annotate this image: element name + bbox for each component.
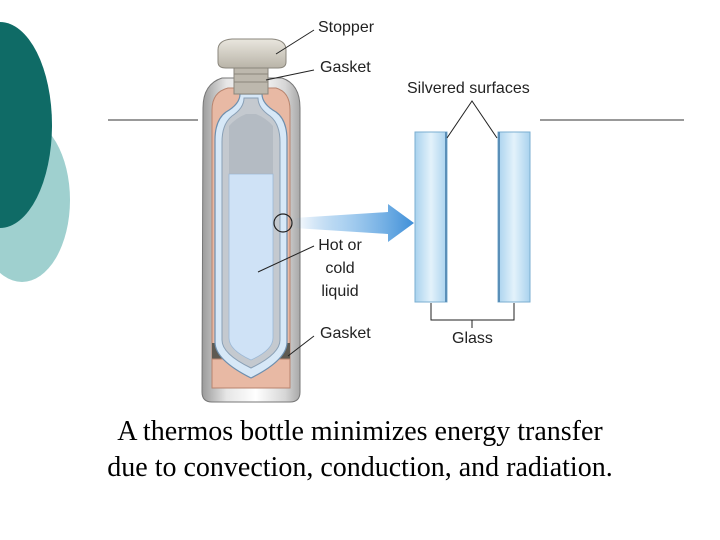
liquid-label-line3: liquid xyxy=(321,283,359,300)
silvered-pointer xyxy=(446,100,498,139)
gasket-top-leader xyxy=(265,69,315,81)
liquid xyxy=(228,173,274,361)
caption: A thermos bottle minimizes energy transf… xyxy=(0,414,720,486)
stopper-leader xyxy=(275,29,315,55)
gasket-bottom-leader xyxy=(287,335,315,357)
gasket-bottom-label: Gasket xyxy=(320,325,371,342)
air-space xyxy=(229,114,273,174)
glass-label: Glass xyxy=(452,330,493,347)
liquid-label: Hot or cold liquid xyxy=(305,234,375,303)
stopper-neck xyxy=(233,65,269,95)
stopper-cap xyxy=(217,38,287,69)
teal-circle-dark xyxy=(0,22,52,228)
caption-line1: A thermos bottle minimizes energy transf… xyxy=(117,416,603,447)
stopper-label: Stopper xyxy=(318,19,375,36)
liquid-label-line1: Hot or xyxy=(318,237,362,254)
liquid-label-line2: cold xyxy=(325,260,355,277)
zoom-arrow xyxy=(294,204,414,242)
glass-panel-right xyxy=(497,131,531,303)
glass-bracket xyxy=(430,303,515,321)
zoom-circle xyxy=(273,213,293,233)
caption-line2: due to convection, conduction, and radia… xyxy=(107,452,613,483)
liquid-leader xyxy=(257,245,315,273)
gasket-top-label: Gasket xyxy=(320,59,371,76)
glass-panel-left xyxy=(414,131,448,303)
silvered-surfaces-label: Silvered surfaces xyxy=(407,80,530,97)
